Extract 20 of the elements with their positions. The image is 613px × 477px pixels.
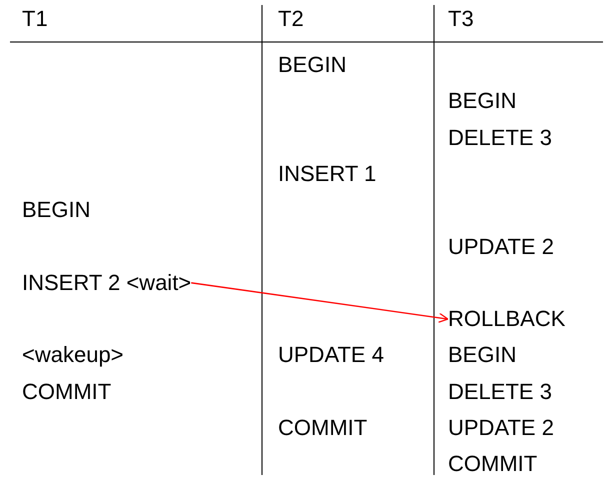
operation-label: INSERT 1 — [278, 160, 376, 187]
operation-label: INSERT 2 <wait> — [22, 270, 192, 296]
operation-label: UPDATE 4 — [278, 342, 384, 368]
column-header: T2 — [278, 6, 304, 32]
operation-label: BEGIN — [278, 52, 346, 78]
arrow — [191, 282, 449, 323]
operation-label: UPDATE 2 — [448, 234, 554, 260]
column-header: T1 — [22, 6, 48, 32]
operation-label: BEGIN — [448, 88, 516, 114]
operation-label: DELETE 3 — [448, 124, 552, 151]
operation-label: BEGIN — [448, 342, 516, 368]
operation-label: COMMIT — [448, 451, 538, 477]
operation-label: COMMIT — [278, 415, 368, 441]
operation-label: DELETE 3 — [448, 378, 552, 405]
operation-label: <wakeup> — [22, 342, 124, 368]
operation-label: ROLLBACK — [448, 306, 566, 332]
operation-label: COMMIT — [22, 378, 112, 405]
operation-label: BEGIN — [22, 197, 90, 224]
operation-label: UPDATE 2 — [448, 415, 554, 441]
column-header: T3 — [448, 6, 474, 32]
